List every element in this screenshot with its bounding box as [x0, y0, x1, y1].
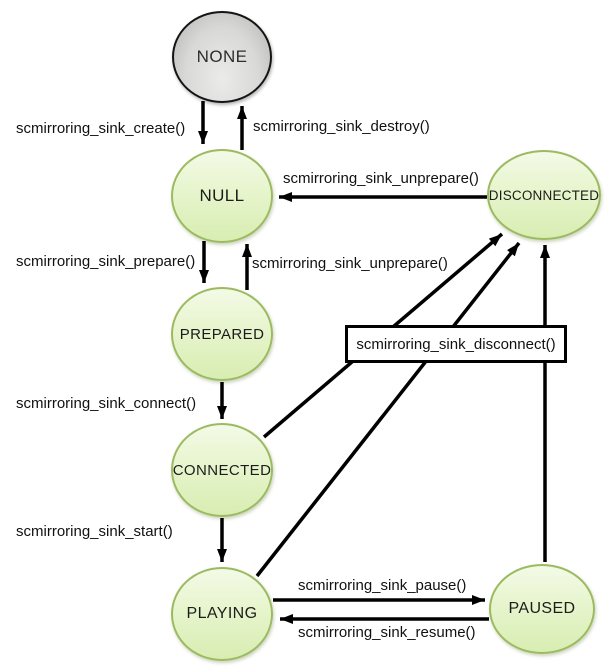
state-none-label: NONE	[196, 47, 248, 66]
label-resume: scmirroring_sink_resume()	[298, 624, 476, 641]
label-prepare: scmirroring_sink_prepare()	[16, 253, 196, 270]
state-paused: PAUSED	[489, 564, 595, 654]
state-connected: CONNECTED	[171, 423, 273, 517]
state-disconnected: DISCONNECTED	[487, 150, 601, 240]
state-disconnected-label: DISCONNECTED	[488, 187, 600, 203]
label-create: scmirroring_sink_create()	[16, 120, 186, 137]
label-unprepare-from-prepared: scmirroring_sink_unprepare()	[252, 255, 448, 272]
label-start: scmirroring_sink_start()	[16, 523, 173, 540]
state-paused-label: PAUSED	[508, 600, 576, 617]
state-connected-label: CONNECTED	[172, 461, 272, 479]
state-null: NULL	[171, 149, 273, 243]
arrow-disconnect-from-playing	[255, 241, 521, 578]
state-prepared: PREPARED	[171, 287, 273, 381]
label-unprepare-from-disconnected: scmirroring_sink_unprepare()	[283, 170, 479, 187]
label-connect: scmirroring_sink_connect()	[16, 395, 197, 412]
label-destroy: scmirroring_sink_destroy()	[253, 118, 430, 135]
state-playing: PLAYING	[171, 567, 273, 661]
state-none: NONE	[172, 11, 272, 103]
label-pause: scmirroring_sink_pause()	[298, 577, 467, 594]
state-null-label: NULL	[199, 186, 245, 205]
label-disconnect-box: scmirroring_sink_disconnect()	[345, 325, 567, 363]
state-playing-label: PLAYING	[186, 605, 258, 622]
state-prepared-label: PREPARED	[179, 325, 265, 343]
